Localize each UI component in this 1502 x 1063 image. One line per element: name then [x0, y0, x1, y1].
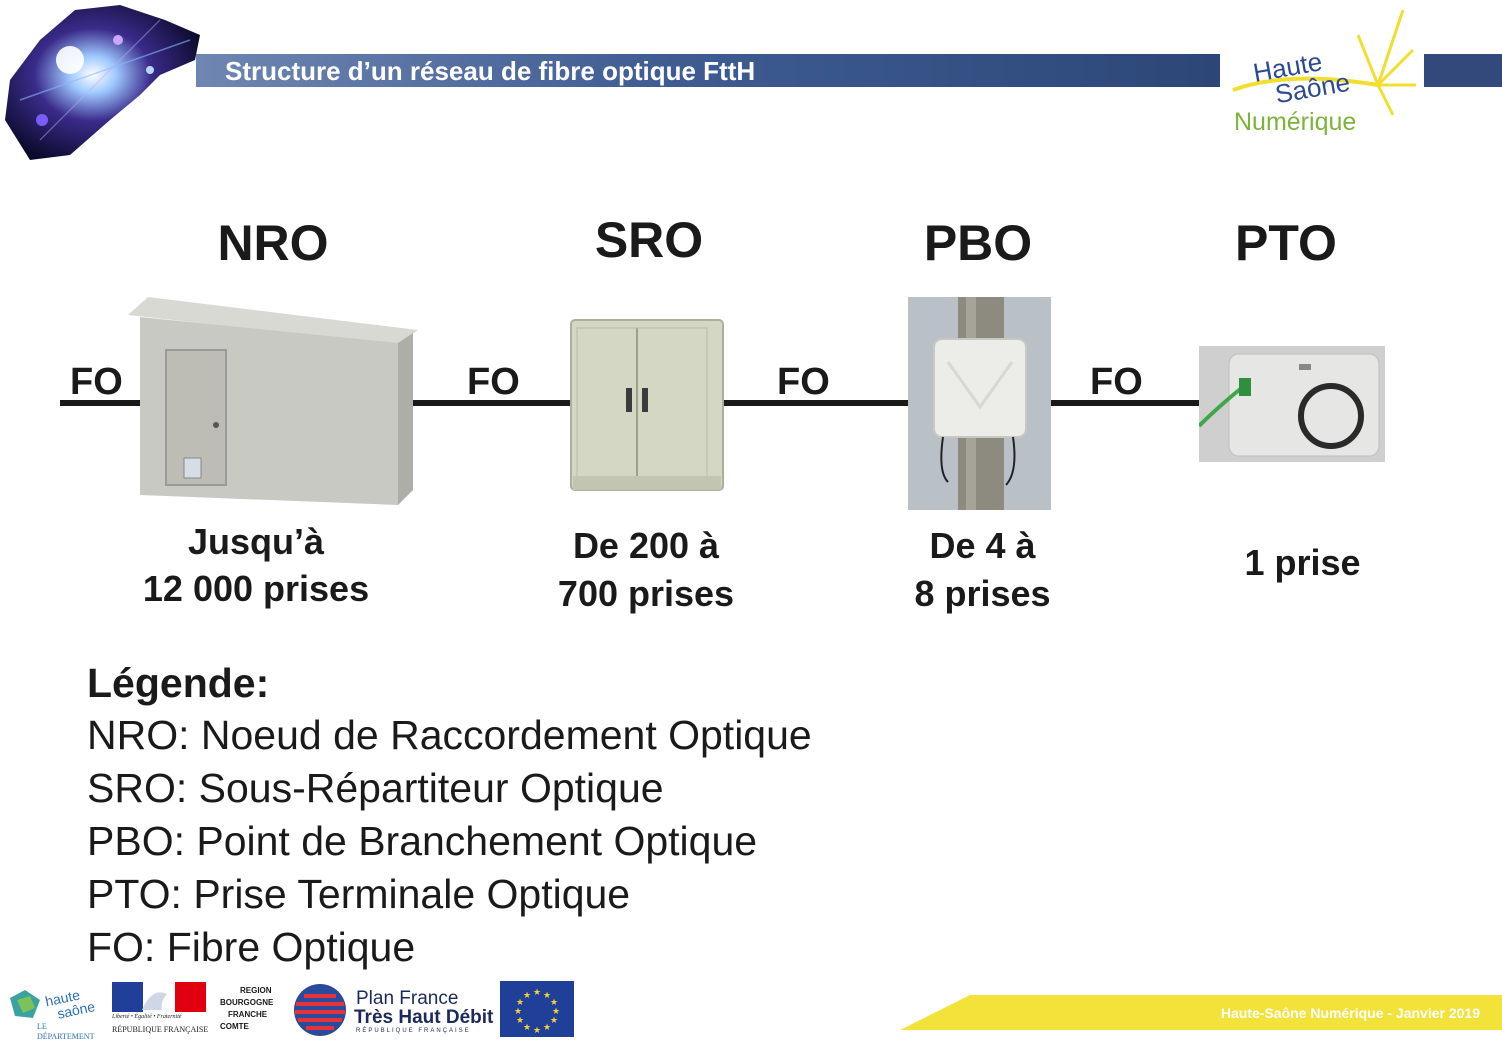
- pto-count-line1: 1 prise: [1244, 542, 1361, 583]
- eu-flag-icon: ★★★ ★★★ ★★★ ★★★: [500, 981, 574, 1037]
- fiber-link-line: [410, 400, 575, 406]
- departement-emblem-icon: [10, 990, 40, 1018]
- legend-item-pto: PTO: Prise Terminale Optique: [87, 871, 631, 917]
- svg-text:★: ★: [552, 1007, 560, 1017]
- fiber-link-line: [722, 400, 912, 406]
- plan-france-line1: Plan France: [356, 988, 459, 1009]
- region-line4: COMTE: [220, 1022, 249, 1031]
- fo-label: FO: [467, 361, 520, 403]
- nro-count-line1: Jusqu’à: [187, 521, 325, 562]
- legend-title: Légende:: [87, 660, 270, 706]
- fiber-link-line: [1048, 400, 1203, 406]
- svg-text:★: ★: [516, 1016, 524, 1026]
- fo-label: FO: [777, 361, 830, 403]
- legend-item-fo: FO: Fibre Optique: [87, 924, 416, 970]
- sro-count-line1: De 200 à: [572, 525, 720, 566]
- region-bfc-logo: REGION BOURGOGNE FRANCHE COMTE: [218, 980, 288, 1040]
- pbo-box-image: [908, 297, 1051, 510]
- svg-text:★: ★: [543, 991, 551, 1001]
- svg-text:★: ★: [533, 988, 541, 998]
- region-line2: BOURGOGNE: [220, 998, 274, 1007]
- header-bar-right: [1424, 54, 1502, 87]
- pto-heading: PTO: [1235, 215, 1337, 271]
- haute-saone-numerique-logo: [1232, 9, 1416, 116]
- legend-item-pbo: PBO: Point de Branchement Optique: [87, 818, 758, 864]
- legend-item-sro: SRO: Sous-Répartiteur Optique: [87, 765, 664, 811]
- departement-logo: haute saône LE DÉPARTEMENT: [5, 980, 105, 1041]
- region-line3: FRANCHE: [228, 1010, 268, 1019]
- svg-text:★: ★: [516, 998, 524, 1008]
- fo-label: FO: [70, 361, 123, 403]
- nro-count-line2: 12 000 prises: [142, 568, 370, 609]
- logo-word-numerique: Numérique: [1234, 108, 1357, 136]
- departement-caption: LE DÉPARTEMENT: [37, 1022, 95, 1041]
- footer-text: Haute-Saône Numérique - Janvier 2019: [1220, 1005, 1480, 1021]
- pbo-heading: PBO: [923, 215, 1033, 271]
- republique-motto: Liberté • Égalité • Fraternité: [112, 1014, 182, 1020]
- pto-socket-image: [1199, 346, 1385, 462]
- republique-francaise-logo: Liberté • Égalité • Fraternité RÉPUBLIQU…: [110, 980, 208, 1040]
- svg-text:★: ★: [523, 991, 531, 1001]
- pbo-count-line2: 8 prises: [914, 573, 1051, 614]
- region-line1: REGION: [240, 986, 272, 995]
- svg-text:★: ★: [550, 998, 558, 1008]
- pbo-count-line1: De 4 à: [929, 525, 1036, 566]
- legend-item-nro: NRO: Noeud de Raccordement Optique: [87, 712, 812, 758]
- header-bar: [196, 54, 1220, 87]
- thd-globe-icon: [294, 984, 346, 1036]
- sro-heading: SRO: [594, 212, 704, 268]
- svg-text:★: ★: [550, 1016, 558, 1026]
- svg-text:★: ★: [514, 1007, 522, 1017]
- plan-france-line2: Très Haut Débit: [354, 1007, 494, 1028]
- marianne-flag-icon: [112, 982, 206, 1012]
- fiber-link-line: [60, 400, 140, 406]
- sro-cabinet-image: [570, 319, 724, 491]
- plan-france-thd-logo: Plan France Très Haut Débit RÉPUBLIQUE F…: [292, 980, 497, 1040]
- page-title: Structure d’un réseau de fibre optique F…: [225, 56, 756, 86]
- fo-label: FO: [1090, 361, 1143, 403]
- svg-text:★: ★: [533, 1026, 541, 1036]
- nro-heading: NRO: [217, 215, 329, 271]
- fiber-optic-corner-art: [5, 5, 200, 160]
- svg-text:★: ★: [543, 1023, 551, 1033]
- sro-count-line2: 700 prises: [557, 573, 735, 614]
- plan-france-caption: RÉPUBLIQUE FRANÇAISE: [356, 1028, 471, 1034]
- republique-caption: RÉPUBLIQUE FRANÇAISE: [112, 1025, 209, 1034]
- nro-shelter-image: [128, 297, 418, 505]
- svg-text:★: ★: [523, 1023, 531, 1033]
- footer-bar: [900, 995, 1502, 1030]
